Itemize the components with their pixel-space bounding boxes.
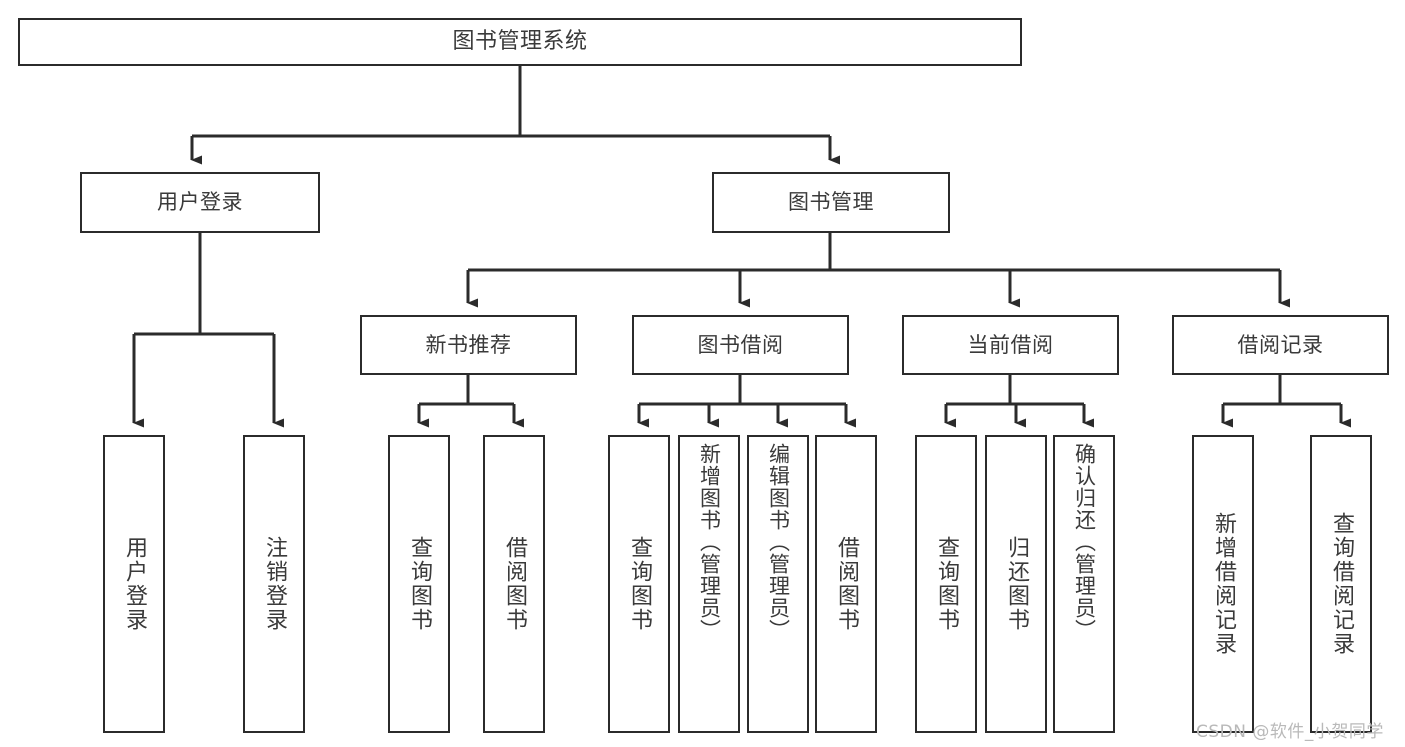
leaf-borrow-record-query-record[interactable]: 查询借阅记录 [1310, 435, 1372, 733]
leaf-book-borrow-query-books[interactable]: 查询图书 [608, 435, 670, 733]
node-label: 查询图书 [934, 536, 959, 632]
leaf-current-borrow-query-books[interactable]: 查询图书 [915, 435, 977, 733]
leaf-user-login-signout[interactable]: 注销登录 [243, 435, 305, 733]
node-label: 查询图书 [627, 536, 652, 632]
node-label: 用户登录 [157, 190, 243, 215]
node-label: 图书管理系统 [452, 29, 588, 55]
node-label: 借阅记录 [1237, 332, 1324, 357]
node-label: 查询图书 [407, 536, 432, 632]
leaf-borrow-record-add-record[interactable]: 新增借阅记录 [1192, 435, 1254, 733]
node-label: 用户登录 [122, 536, 147, 632]
node-label: 图书管理 [788, 190, 874, 215]
leaf-current-borrow-confirm-return-admin[interactable]: 确认归还（管理员） [1053, 435, 1115, 733]
leaf-new-book-borrow-books[interactable]: 借阅图书 [483, 435, 545, 733]
node-label: 借阅图书 [834, 536, 859, 632]
watermark-text: CSDN @软件_小贺同学 [1196, 722, 1384, 742]
node-label: 借阅图书 [502, 536, 527, 632]
node-label: 图书借阅 [697, 332, 784, 357]
node-label: 编辑图书（管理员） [766, 443, 791, 641]
leaf-book-borrow-borrow-books[interactable]: 借阅图书 [815, 435, 877, 733]
node-current-borrowing[interactable]: 当前借阅 [902, 315, 1119, 375]
node-label: 当前借阅 [967, 332, 1054, 357]
node-book-management[interactable]: 图书管理 [712, 172, 950, 233]
node-label: 新增借阅记录 [1211, 512, 1236, 656]
node-label: 新增图书（管理员） [697, 443, 722, 641]
node-label: 确认归还（管理员） [1072, 443, 1097, 641]
node-new-book-recommendation[interactable]: 新书推荐 [360, 315, 577, 375]
node-root-library-system[interactable]: 图书管理系统 [18, 18, 1022, 66]
node-user-login[interactable]: 用户登录 [80, 172, 320, 233]
node-label: 归还图书 [1004, 536, 1029, 632]
node-book-borrowing[interactable]: 图书借阅 [632, 315, 849, 375]
node-label: 注销登录 [262, 536, 287, 632]
leaf-new-book-query-books[interactable]: 查询图书 [388, 435, 450, 733]
node-label: 查询借阅记录 [1329, 512, 1354, 656]
leaf-user-login-signin[interactable]: 用户登录 [103, 435, 165, 733]
leaf-current-borrow-return-books[interactable]: 归还图书 [985, 435, 1047, 733]
node-label: 新书推荐 [425, 332, 512, 357]
node-borrowing-record[interactable]: 借阅记录 [1172, 315, 1389, 375]
leaf-book-borrow-edit-book-admin[interactable]: 编辑图书（管理员） [747, 435, 809, 733]
leaf-book-borrow-add-book-admin[interactable]: 新增图书（管理员） [678, 435, 740, 733]
